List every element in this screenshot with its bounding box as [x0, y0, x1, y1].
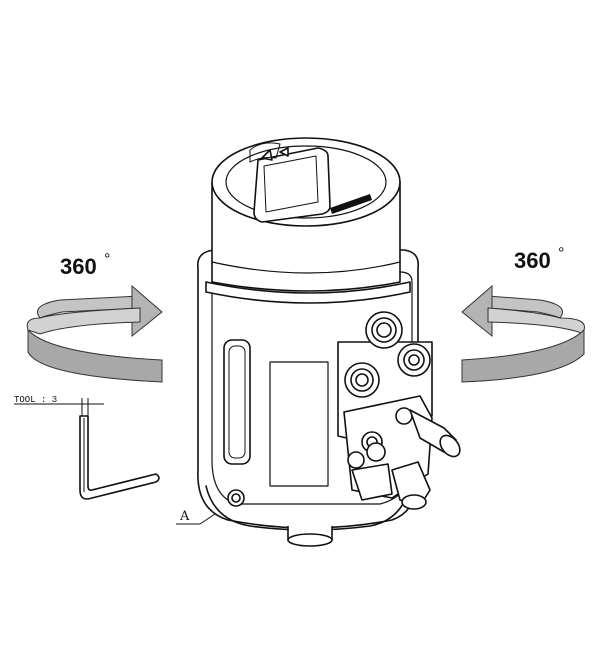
degree-right: ° [558, 245, 564, 262]
positioner-device [197, 137, 461, 547]
rotate-arrow-right-icon [26, 284, 163, 383]
tool-label: TOOL : 3 [14, 395, 57, 405]
rotation-right-label: 360 [514, 248, 551, 273]
rotation-left-label: 360 [60, 254, 97, 279]
callout-a-label: A [179, 509, 190, 524]
degree-left: ° [104, 251, 110, 268]
hex-key-icon: TOOL : 3 [14, 395, 160, 500]
rotate-arrow-left-icon [461, 284, 585, 383]
